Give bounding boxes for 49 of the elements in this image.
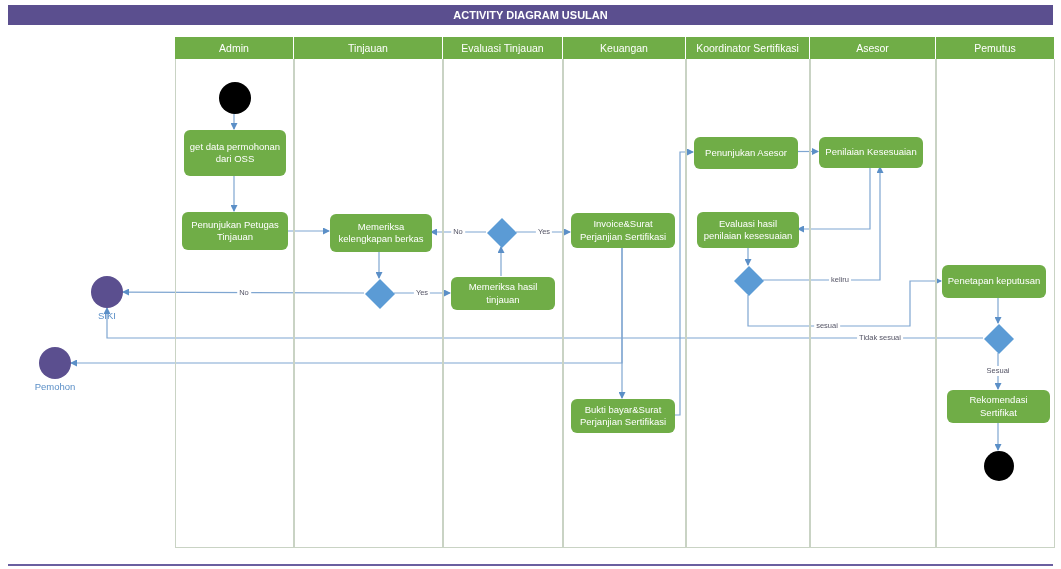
arrow — [122, 288, 365, 296]
swimlane — [810, 37, 936, 548]
lane-header: Evaluasi Tinjauan — [443, 37, 563, 59]
actor-label: Pemohon — [33, 381, 77, 392]
activity-node: Penunjukan Asesor — [694, 137, 798, 169]
end-node — [984, 451, 1014, 481]
swimlane — [936, 37, 1055, 548]
arrow — [673, 148, 694, 416]
start-node — [219, 82, 251, 114]
lane-header: Koordinator Sertifikasi — [686, 37, 810, 59]
swimlane — [175, 37, 294, 548]
arrow — [994, 296, 1002, 324]
swimlane — [563, 37, 686, 548]
arrow — [230, 112, 238, 130]
swimlane — [294, 37, 443, 548]
lane-header: Admin — [175, 37, 294, 59]
arrow — [103, 307, 984, 339]
arrow — [797, 166, 871, 233]
arrow — [286, 227, 330, 235]
activity-node: get data permohonan dari OSS — [184, 130, 286, 176]
arrow — [796, 148, 819, 155]
arrow — [762, 166, 884, 281]
diagram-title: ACTIVITY DIAGRAM USULAN — [8, 5, 1053, 25]
arrow — [994, 421, 1002, 451]
arrow — [230, 174, 238, 212]
activity-node: Bukti bayar&Surat Perjanjian Sertifikasi — [571, 399, 675, 433]
swimlane — [686, 37, 810, 548]
lane-header: Asesor — [810, 37, 936, 59]
activity-node: Memeriksa hasil tinjauan — [451, 277, 555, 310]
decision-diamond — [365, 279, 395, 309]
activity-node: Invoice&Surat Perjanjian Sertifikasi — [571, 213, 675, 248]
activity-node: Penetapan keputusan — [942, 265, 1046, 298]
arrow — [618, 246, 626, 399]
decision-diamond — [487, 218, 517, 248]
lane-header: Pemutus — [936, 37, 1055, 59]
activity-node: Penilaian Kesesuaian — [819, 137, 923, 168]
activity-node: Evaluasi hasil penilaian kesesuaian — [697, 212, 799, 248]
activity-node: Penunjukan Petugas Tinjauan — [182, 212, 288, 250]
arrow — [497, 246, 505, 277]
arrow — [747, 277, 942, 327]
lane-header: Keuangan — [563, 37, 686, 59]
decision-diamond — [984, 324, 1014, 354]
activity-node: Memeriksa kelengkapan berkas — [330, 214, 432, 252]
decision-diamond — [734, 266, 764, 296]
activity-node: Rekomendasi Sertifikat — [947, 390, 1050, 423]
arrow — [375, 250, 383, 279]
arrow — [744, 246, 752, 266]
lane-header: Tinjauan — [294, 37, 443, 59]
swimlane — [443, 37, 563, 548]
